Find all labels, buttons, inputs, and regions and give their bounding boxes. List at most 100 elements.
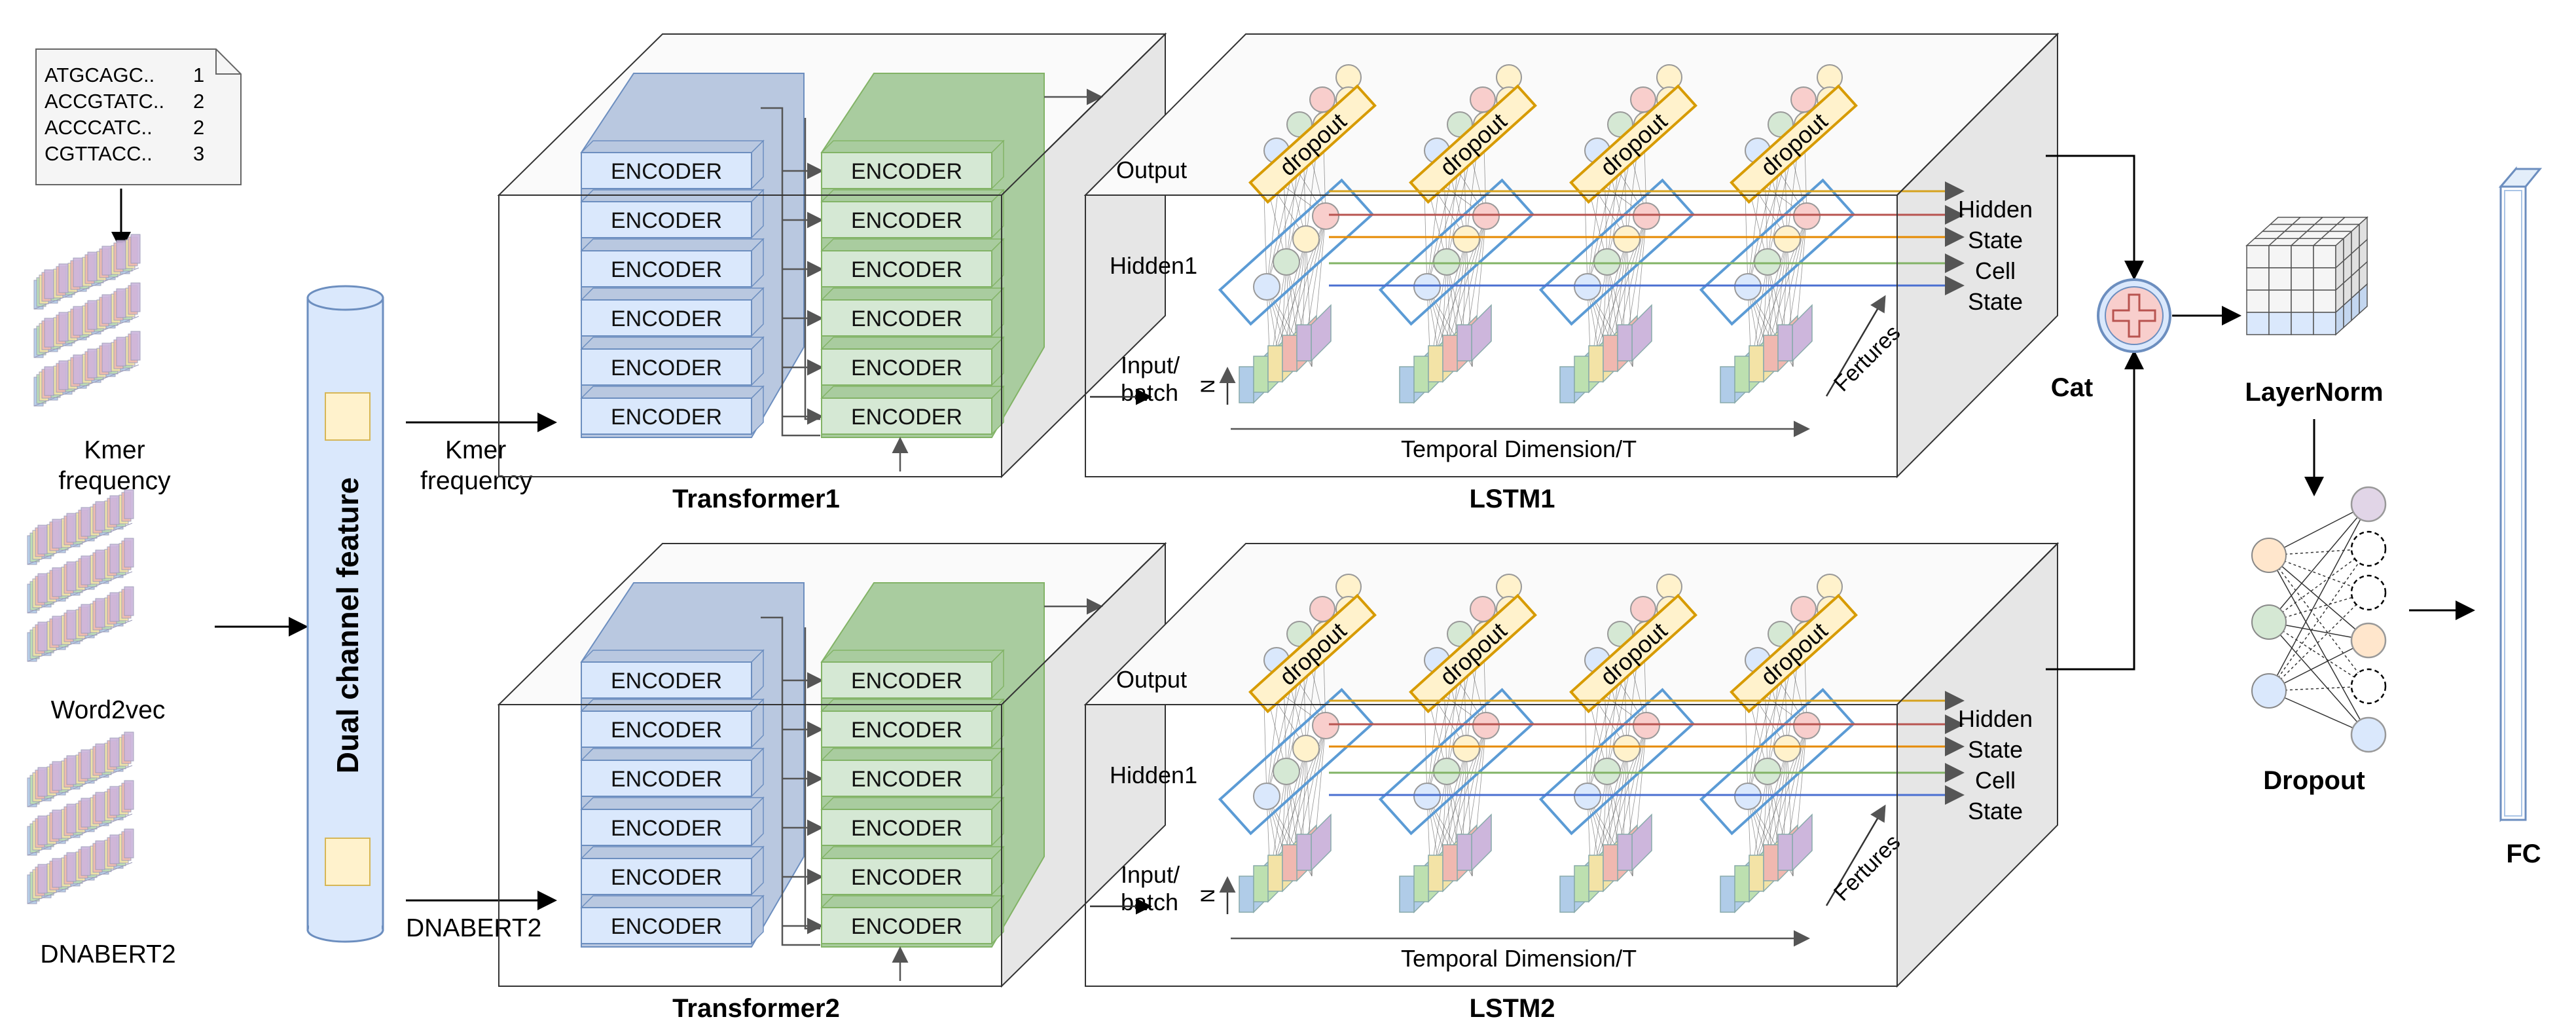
dropout-layer-label: Dropout — [2263, 766, 2365, 795]
lstm2-features-label: Fertures — [1829, 830, 1905, 906]
lstm2-cell2-hidden-node-3 — [1433, 758, 1460, 785]
lstm1-cell4-hidden-node-4 — [1734, 273, 1762, 301]
tf2-encoder-1-1: ENCODER — [611, 669, 722, 693]
tf1-encoder-2-3: ENCODER — [851, 257, 962, 282]
layernorm-label: LayerNorm — [2245, 378, 2383, 407]
lstm1-cell3-hidden-box — [1538, 178, 1696, 326]
tf1-encoder-1-1: ENCODER — [611, 159, 722, 184]
tf2-encoder-1-5: ENCODER — [611, 865, 722, 890]
tf2-encoder-1-2: ENCODER — [611, 718, 722, 743]
lstm2-cell4-hidden-node-3 — [1754, 758, 1781, 785]
kmer-count-1: 1 — [193, 64, 204, 86]
dropout-output-node-4 — [2350, 622, 2387, 659]
dnabert2-feature-stack — [27, 731, 134, 904]
lstm1-cell3-hidden-node-1 — [1633, 202, 1660, 230]
dropout-output-node-6 — [2350, 716, 2387, 753]
lstm2-temporal-label: Temporal Dimension/T — [1401, 945, 1637, 972]
lstm2-input-label-2: batch — [1121, 889, 1178, 915]
lstm1-cell2-hidden-node-1 — [1472, 202, 1500, 230]
lstm2-state-label-2: State — [1968, 736, 2023, 763]
lstm1-cell2-hidden-node-2 — [1453, 225, 1480, 253]
lstm1-state-label-3: Cell — [1975, 257, 2016, 284]
lstm1-cell2-hidden-box — [1378, 178, 1535, 326]
lstm1-cell1-hidden-box — [1218, 178, 1375, 326]
lstm2-state-label-1: Hidden — [1958, 705, 2033, 732]
tf1-encoder-2-2: ENCODER — [851, 208, 962, 233]
lstm2-cell1-hidden-node-3 — [1273, 758, 1300, 785]
kmer-seq-1: ATGCAGC.. — [45, 64, 154, 86]
kmer-count-3: 2 — [193, 116, 204, 139]
dropout-output-node-5 — [2350, 668, 2387, 705]
fc-layer — [2498, 166, 2543, 822]
lstm2-cell4-hidden-node-1 — [1793, 712, 1821, 739]
kmer-feature-stack — [33, 234, 141, 407]
lstm1-cell3-hidden-node-4 — [1574, 273, 1601, 301]
lstm2-output-label: Output — [1116, 666, 1187, 693]
lstm1-hidden1-label: Hidden1 — [1110, 252, 1197, 279]
lstm2-cell3-hidden-node-3 — [1593, 758, 1621, 785]
kmer-seq-2: ACCGTATC.. — [45, 90, 164, 113]
tf2-encoder-2-1: ENCODER — [851, 669, 962, 693]
tf2-encoder-2-3: ENCODER — [851, 767, 962, 792]
lstm1-cell3-hidden-node-3 — [1593, 248, 1621, 276]
kmer-seq-4: CGTTACC.. — [45, 142, 153, 165]
lstm2-input-label-1: Input/ — [1121, 861, 1180, 888]
lstm2-cell1-hidden-box — [1218, 688, 1375, 836]
word2vec-feature-stack — [27, 489, 134, 662]
lstm2-cell2-hidden-node-4 — [1413, 783, 1441, 810]
lstm1-to-cat-line — [2046, 155, 2144, 280]
tf2-encoder-2-2: ENCODER — [851, 718, 962, 743]
lstm1-cell4-hidden-box — [1699, 178, 1856, 326]
dnabert2-input-label: DNABERT2 — [40, 940, 175, 969]
lstm2-cell2-hidden-box — [1378, 688, 1535, 836]
dropout-network — [2251, 486, 2387, 753]
tf1-encoder-1-2: ENCODER — [611, 208, 722, 233]
tf1-encoder-2-1: ENCODER — [851, 159, 962, 184]
lstm1-cell2-hidden-node-3 — [1433, 248, 1460, 276]
lstm2-cell3-hidden-node-1 — [1633, 712, 1660, 739]
tf1-encoder-2-5: ENCODER — [851, 356, 962, 380]
lstm1-temporal-label: Temporal Dimension/T — [1401, 435, 1637, 462]
kmer-count-2: 2 — [193, 90, 204, 113]
lstm2-n-label: N — [1197, 889, 1219, 903]
cat-operator — [2097, 278, 2171, 353]
lstm2-cell2-hidden-node-1 — [1472, 712, 1500, 739]
transformer1-title: Transformer1 — [672, 485, 840, 513]
lstm1-state-label-1: Hidden — [1958, 196, 2033, 223]
word2vec-input-label: Word2vec — [51, 696, 166, 724]
lstm2-cell4-hidden-box — [1699, 688, 1856, 836]
lstm2-cell1-hidden-node-1 — [1312, 712, 1339, 739]
tf1-encoder-1-5: ENCODER — [611, 356, 722, 380]
branch2-label: DNABERT2 — [406, 914, 541, 942]
tf1-encoder-2-6: ENCODER — [851, 405, 962, 430]
lstm1-output-label: Output — [1116, 157, 1187, 183]
lstm1-cell1-hidden-node-4 — [1253, 273, 1280, 301]
tf2-encoder-2-4: ENCODER — [851, 816, 962, 841]
dropout-input-node-3 — [2251, 673, 2287, 709]
lstm1-input-label-1: Input/ — [1121, 352, 1180, 379]
kmer-table-document: ATGCAGC.. 1 ACCGTATC.. 2 ACCCATC.. 2 CGT… — [35, 48, 242, 185]
dual-channel-slot-top — [325, 392, 371, 441]
lstm2-cell1-hidden-node-4 — [1253, 783, 1280, 810]
lstm2-cell3-hidden-node-4 — [1574, 783, 1601, 810]
transformer2-title: Transformer2 — [672, 994, 840, 1023]
lstm1-title: LSTM1 — [1469, 485, 1555, 513]
lstm1-cell4-hidden-node-1 — [1793, 202, 1821, 230]
dual-channel-cylinder: Dual channel feature — [306, 285, 384, 943]
kmer-count-4: 3 — [193, 142, 204, 165]
lstm1-cell4-hidden-node-2 — [1773, 225, 1801, 253]
tf2-encoder-1-4: ENCODER — [611, 816, 722, 841]
dropout-output-node-1 — [2350, 486, 2387, 523]
tf2-encoder-2-6: ENCODER — [851, 914, 962, 939]
lstm1-state-label-2: State — [1968, 227, 2023, 253]
tf1-encoder-1-6: ENCODER — [611, 405, 722, 430]
lstm2-hidden1-label: Hidden1 — [1110, 762, 1197, 788]
kmer-input-label-1: Kmer — [84, 436, 145, 464]
dropout-input-node-1 — [2251, 538, 2287, 573]
lstm2-cell1-hidden-node-2 — [1292, 735, 1320, 762]
branch1-label-1: Kmer — [445, 436, 506, 464]
lstm2-state-label-4: State — [1968, 798, 2023, 824]
branch1-label-2: frequency — [420, 467, 533, 495]
